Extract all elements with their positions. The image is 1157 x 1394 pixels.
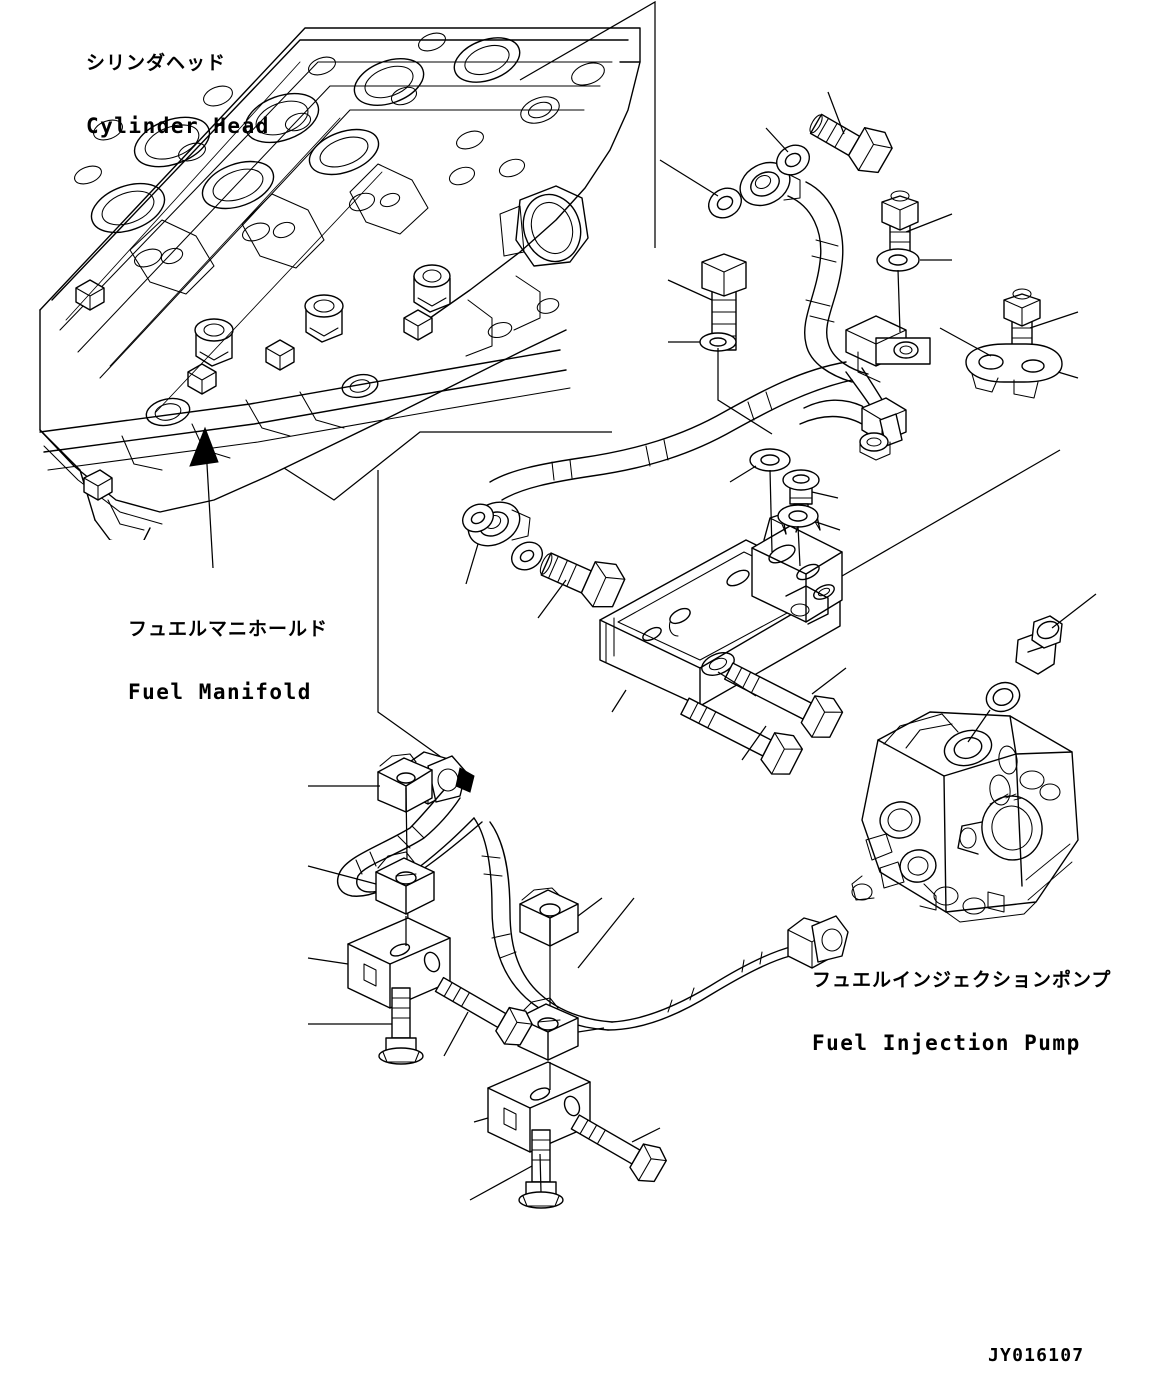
- hp-pipe-b: [577, 897, 849, 1031]
- clamp-half-upper-b: [307, 851, 435, 915]
- injection-pump-body: [851, 711, 1079, 923]
- head-front-port: [499, 185, 589, 267]
- gasket-washer-d: [777, 504, 841, 567]
- assembly-centerline-d: [539, 1153, 542, 1193]
- long-bolt-a: [723, 662, 847, 738]
- label-fuel-manifold: フュエルマニホールド Fuel Manifold: [128, 580, 328, 743]
- injector-boss-3: [413, 264, 451, 313]
- twin-hole-clamp: [939, 327, 1079, 399]
- gasket-washer-a: [765, 127, 811, 176]
- flat-washer-b: [876, 248, 952, 333]
- cylinder-head-assembly: [39, 27, 641, 540]
- fuel-return-pipe: [467, 361, 907, 547]
- leader-bolt-entry: [717, 671, 757, 697]
- label-cylinder-head-en: Cylinder Head: [86, 113, 270, 138]
- banjo-bolt-lower: [537, 552, 626, 619]
- banjo-bolt-upper: [809, 91, 893, 174]
- head-lower-boss: [83, 469, 113, 501]
- head-stud-c: [265, 339, 295, 371]
- pipe-eye-upper: [739, 161, 801, 207]
- hex-bolt-a: [667, 253, 747, 351]
- label-fuel-manifold-jp: フュエルマニホールド: [128, 618, 329, 641]
- leader-gasket-f: [465, 543, 479, 585]
- pipe-union-nut: [787, 915, 849, 969]
- label-cylinder-head-jp: シリンダヘッド: [86, 52, 227, 75]
- leader-lines: [283, 0, 656, 773]
- pump-fitting: [1015, 593, 1097, 675]
- gasket-washer-e: [510, 541, 544, 571]
- label-fuel-manifold-en: Fuel Manifold: [128, 679, 312, 704]
- drawing-number: JY016107: [988, 1345, 1085, 1366]
- label-fuel-injection-pump: フュエルインジェクションポンプ Fuel Injection Pump: [812, 931, 1111, 1094]
- rubber-block-a: [307, 917, 451, 1009]
- pipe-clamp-plate: [845, 315, 931, 383]
- flat-washer-a: [668, 332, 773, 435]
- clamp-bolt-b: [570, 1114, 667, 1183]
- clamp-bolt-a: [434, 976, 533, 1057]
- clamp-half-lower: [517, 997, 605, 1061]
- assembly-centerline-a: [769, 469, 773, 553]
- label-fuel-injection-pump-jp: フュエルインジェクションポンプ: [812, 969, 1112, 992]
- return-pipe-union: [859, 397, 907, 461]
- long-bolt-b: [680, 697, 803, 775]
- gasket-washer-c: [729, 448, 791, 483]
- label-cylinder-head: シリンダヘッド Cylinder Head: [86, 14, 270, 177]
- injector-boss-2: [304, 294, 344, 343]
- fuel-manifold: [39, 349, 571, 471]
- clamp-half-mid: [519, 887, 603, 1014]
- gasket-washer-b: [659, 159, 743, 219]
- fuel-manifold-pointer: [189, 426, 219, 569]
- head-stud-a: [75, 279, 105, 311]
- gasket-washer-f: [461, 503, 495, 533]
- flange-bolt-a: [308, 987, 424, 1065]
- head-stud-d: [403, 309, 433, 341]
- fuel-supply-pipe-upper: [739, 161, 931, 383]
- clamp-half-upper-a: [308, 753, 433, 929]
- o-ring: [967, 681, 1021, 743]
- head-stud-b: [187, 363, 217, 395]
- injector-boss-1: [194, 318, 234, 367]
- label-fuel-injection-pump-en: Fuel Injection Pump: [812, 1030, 1081, 1055]
